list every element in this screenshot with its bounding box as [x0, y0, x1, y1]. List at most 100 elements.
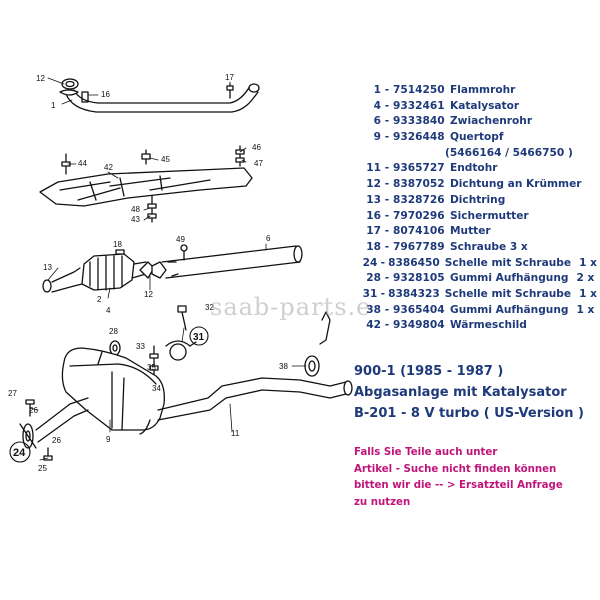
separator-dash: - [384, 84, 390, 96]
separator-dash: - [384, 115, 390, 128]
model-system: Abgasanlage mit Katalysator [354, 385, 567, 400]
part-name: (5466164 / 5466750 ) [445, 146, 573, 159]
callout-label: 45 [161, 155, 170, 164]
front-pipe-part [59, 78, 260, 113]
separator-dash: - [384, 193, 390, 206]
note-line: zu nutzen [354, 496, 411, 508]
note-line: Artikel - Suche nicht finden können [354, 463, 557, 475]
parts-list-row: 11-9365727 Endtohr [347, 161, 597, 177]
part-quantity: 2 x [576, 272, 595, 285]
part-position-number: 13 [366, 193, 381, 206]
part-number [393, 146, 445, 162]
part-name: Zwiachenrohr [450, 115, 533, 128]
part-name: Quertopf [450, 131, 504, 144]
rubber-hanger-38-part [304, 311, 331, 377]
model-years: 900-1 (1985 - 1987 ) [354, 364, 504, 379]
part-position-number: 11 [366, 162, 381, 175]
callout-label: 42 [104, 163, 113, 172]
separator-dash: - [380, 287, 385, 300]
clamp-24-part [19, 423, 37, 449]
part-position-number: 6 [373, 115, 381, 128]
part-name: Gummi Aufhängung [450, 303, 569, 316]
part-name: Schelle mit Schraube [444, 287, 572, 300]
separator-dash: - [384, 303, 390, 316]
callout-label: 13 [43, 263, 52, 272]
part-position-number: 42 [366, 319, 381, 332]
part-name: Endtohr [450, 162, 498, 175]
part-name: Gummi Aufhängung [450, 272, 569, 285]
part-name: Schraube 3 x [450, 240, 528, 253]
separator-dash: - [384, 209, 390, 222]
parts-list-row: (5466164 / 5466750 ) [347, 146, 597, 162]
part-quantity: 1 x [576, 303, 595, 316]
part-position-number: 16 [366, 209, 381, 222]
part-name: Sichermutter [450, 209, 529, 222]
separator-dash: - [384, 162, 390, 175]
callout-label: 44 [78, 159, 87, 168]
separator-dash: - [384, 99, 390, 112]
model-engine: B-201 - 8 V turbo ( US-Version ) [354, 406, 584, 421]
part-position-number [347, 146, 381, 162]
nut-49-part [180, 244, 188, 261]
separator-dash: - [384, 178, 390, 191]
part-position-number: 1 [373, 84, 381, 96]
part-number: 9326448 [393, 131, 445, 144]
part-number: 9365404 [393, 303, 445, 316]
note-line: Falls Sie Teile auch unter [354, 447, 498, 458]
part-name: Katalysator [450, 99, 520, 112]
part-number: 9365727 [393, 162, 445, 175]
callout-label: 25 [38, 464, 47, 473]
callout-label: 12 [36, 74, 45, 83]
part-position-number: 4 [373, 99, 381, 112]
intermediate-pipe-part [161, 245, 303, 279]
callout-label: 48 [131, 205, 140, 214]
callout-label: 6 [266, 234, 271, 243]
callout-label: 38 [279, 362, 288, 371]
callout-label: 18 [113, 240, 122, 249]
part-position-number: 38 [366, 303, 381, 316]
part-number: 8328726 [393, 193, 445, 206]
part-number: 9349804 [393, 319, 445, 332]
callout-label: 12 [144, 290, 153, 299]
note-line: bitten wir die -- > Ersatzteil Anfrage [354, 480, 563, 491]
callout-label: 11 [231, 429, 240, 438]
clamp-31-part [165, 340, 197, 361]
muffler-part [61, 347, 165, 431]
callout-label: 34 [152, 384, 161, 393]
part-number: 8074106 [393, 225, 445, 238]
part-position-number: 17 [366, 225, 381, 238]
callout-label: 46 [252, 143, 261, 152]
separator-dash: - [384, 272, 390, 285]
part-position-number: 28 [366, 272, 381, 285]
part-number: 8384323 [388, 287, 440, 300]
separator-dash: - [384, 240, 390, 253]
gasket-13-part [42, 279, 52, 293]
model-description: 900-1 (1985 - 1987 ) Abgasanlage mit Kat… [354, 361, 584, 424]
flange-gasket-12-part [139, 261, 167, 279]
heat-shield-part [39, 167, 253, 207]
part-position-number: 12 [366, 178, 381, 191]
separator-dash: - [384, 319, 390, 332]
callout-label: 9 [106, 435, 111, 444]
callout-label: 26 [29, 406, 38, 415]
part-number: 9332461 [393, 99, 445, 112]
callout-label: 17 [225, 73, 234, 82]
callout-label: 4 [106, 306, 111, 315]
parts-list-row: 38-9365404 Gummi Aufhängung 1 x [347, 303, 597, 319]
callout-label: 26 [52, 436, 61, 445]
callout-label: 33 [136, 342, 145, 351]
part-number: 7514250 [393, 84, 445, 96]
